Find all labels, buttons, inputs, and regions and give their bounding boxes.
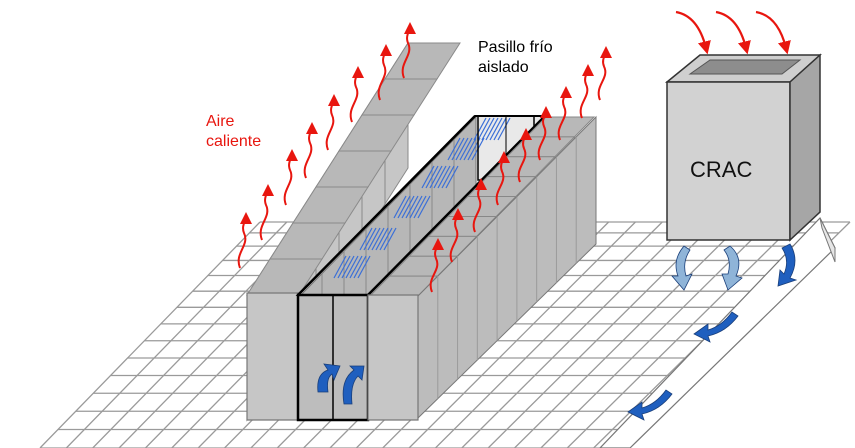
hot-air-arrow-icon (449, 208, 464, 263)
cold-air-hatch (341, 255, 355, 279)
cold-air-hatch (413, 195, 427, 219)
crac-label: CRAC (690, 157, 753, 182)
cold-air-hatch (349, 255, 363, 279)
floor-grid-line (434, 221, 663, 448)
intake-arrow-icon (675, 10, 711, 55)
cold-air-hatch (357, 255, 371, 279)
hot-air-arrow-icon (377, 44, 392, 101)
hot-air-arrow-icon (429, 238, 444, 293)
cold-air-hatch (375, 227, 389, 251)
intake-arrow-icon (755, 10, 791, 55)
cold-aisle-roof-edge (297, 115, 476, 296)
cold-aisle-label-line2: aislado (478, 59, 529, 76)
cold-air-hatch (447, 137, 461, 161)
back-row-end-face (246, 292, 299, 421)
cold-air-hatch (359, 227, 373, 251)
hot-air-arrow-icon (283, 149, 298, 206)
hot-air-arrows (237, 22, 612, 293)
cold-air-hatch (409, 195, 423, 219)
hot-air-arrow-icon (401, 22, 416, 79)
cold-air-arrow-icon (693, 311, 739, 343)
hot-air-arrow-icon (579, 64, 594, 119)
crac-intake-arrows (675, 10, 791, 55)
hot-air-arrow-icon (303, 122, 318, 179)
cold-air-hatch (401, 195, 415, 219)
cold-air-hatch (489, 117, 503, 141)
cold-air-hatch (353, 255, 367, 279)
hot-air-label: Aire caliente (206, 112, 261, 152)
cold-air-hatch (367, 227, 381, 251)
cold-air-hatch (437, 165, 451, 189)
cold-air-arrow-icon (627, 389, 673, 421)
crac-unit (664, 53, 822, 242)
hot-air-arrow-icon (537, 106, 552, 161)
hot-air-label-line1: Aire (206, 113, 235, 130)
cold-air-arrow-icon (777, 243, 798, 287)
back-rack-top (384, 42, 461, 80)
cold-air-arrow-icon (671, 245, 693, 291)
cold-air-hatch (337, 255, 351, 279)
hot-air-arrow-icon (349, 66, 364, 123)
floor-grid-line (408, 221, 636, 448)
front-row-end-face (367, 294, 419, 421)
cold-air-hatch (397, 195, 411, 219)
cold-air-hatch (459, 137, 473, 161)
cold-air-hatch (441, 165, 455, 189)
cold-air-hatch (417, 195, 431, 219)
cold-aisle-roof-edge (367, 115, 546, 296)
cold-air-arrow-icon (317, 363, 341, 393)
intake-arrow-icon (715, 10, 751, 55)
hot-air-arrow-icon (237, 212, 252, 269)
cold-air-hatch (425, 165, 439, 189)
hot-air-arrow-icon (259, 184, 274, 241)
cold-air-hatch (485, 117, 499, 141)
hot-air-arrow-icon (325, 94, 340, 151)
cold-air-hatch (421, 165, 435, 189)
hot-air-arrow-icon (597, 46, 612, 101)
cold-air-hatch (345, 255, 359, 279)
back-rack-top (361, 78, 438, 116)
cold-air-hatch (477, 117, 491, 141)
hot-air-arrow-icon (472, 178, 487, 233)
floor-grid-line (39, 221, 261, 448)
cold-air-arrow-icon (342, 365, 365, 405)
cold-air-arrow-icon (721, 245, 743, 291)
cold-air-hatch (451, 137, 465, 161)
cold-air-hatch (481, 117, 495, 141)
hot-air-label-line2: caliente (206, 133, 262, 150)
hot-air-arrow-icon (517, 128, 532, 183)
cold-air-hatch (363, 227, 377, 251)
cold-air-hatch (473, 117, 487, 141)
cold-air-hatch (393, 195, 407, 219)
cold-air-hatch (445, 165, 459, 189)
cold-air-hatch (371, 227, 385, 251)
cold-aisle-entry (296, 293, 419, 422)
cold-air-hatch (497, 117, 511, 141)
floor-grid-line (514, 221, 744, 448)
crac-intake-grille (688, 59, 802, 75)
cold-air-hatch (405, 195, 419, 219)
floor-grid-line (566, 221, 797, 448)
cold-air-hatch (379, 227, 393, 251)
cold-air-hatch (333, 255, 347, 279)
hot-air-arrow-icon (557, 86, 572, 141)
floor-grid-line (65, 221, 288, 448)
cold-air-arrows (317, 243, 798, 421)
cold-aisle-label: Pasillo frío aislado (478, 38, 553, 78)
cold-air-hatch (463, 137, 477, 161)
cold-air-hatch (383, 227, 397, 251)
cold-air-hatch (455, 137, 469, 161)
cold-air-hatch (429, 165, 443, 189)
crac-side (789, 53, 821, 242)
cold-air-hatch (493, 117, 507, 141)
floor-grid-line (461, 221, 690, 448)
cold-air-hatch (433, 165, 447, 189)
hot-air-arrow-icon (495, 151, 510, 206)
cold-aisle-label-line1: Pasillo frío (478, 39, 553, 56)
